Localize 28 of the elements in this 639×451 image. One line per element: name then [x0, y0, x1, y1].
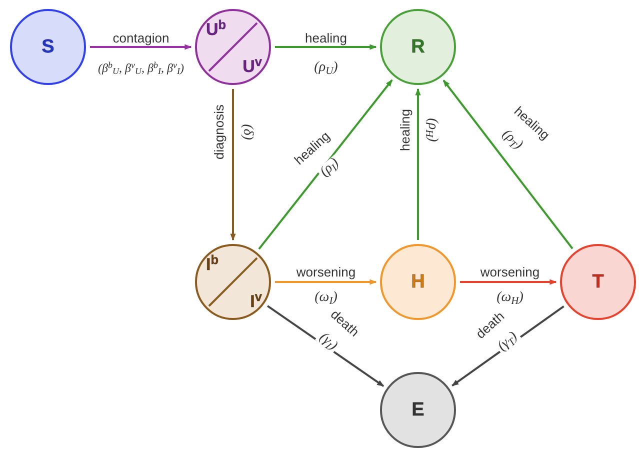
edge-label: diagnosis [212, 102, 226, 162]
arrow [442, 80, 574, 250]
edge-label: healing [303, 32, 349, 44]
compartment-label: U$^{v}$ [242, 58, 262, 75]
rate-parameter: (δ) [240, 122, 254, 142]
arrow [275, 279, 377, 285]
rate-parameter: (ω$_{I}$) [312, 291, 340, 305]
arrow [90, 44, 192, 50]
edge-label: worsening [294, 266, 358, 278]
rate-parameter: (ρ$_{U}$) [312, 61, 340, 75]
arrow [460, 279, 557, 285]
arrow [258, 79, 393, 250]
compartment-label: H [411, 272, 425, 292]
compartment-label: I$^{v}$ [250, 293, 262, 310]
arrow [230, 89, 236, 241]
rate-parameter: (ω$_{H}$) [494, 291, 526, 305]
rate-parameter: (β$^{b}$$_{U}$, β$^{v}$$_{U}$, β$^{b}$$_{I}$, β$^{v}$$_{I}$) [96, 62, 186, 74]
compartment-label: T [592, 272, 604, 292]
arrow [415, 88, 421, 240]
compartment-label: I$^{b}$ [206, 256, 219, 273]
edge-label: contagion [110, 32, 172, 44]
arrow [275, 44, 377, 50]
compartment-label: R [411, 38, 425, 56]
compartment-label: E [412, 400, 424, 420]
edge-label: worsening [478, 266, 542, 278]
compartment-label: U$^{b}$ [206, 21, 226, 38]
compartment-label: S [42, 38, 54, 56]
edge-label: healing [398, 107, 412, 153]
